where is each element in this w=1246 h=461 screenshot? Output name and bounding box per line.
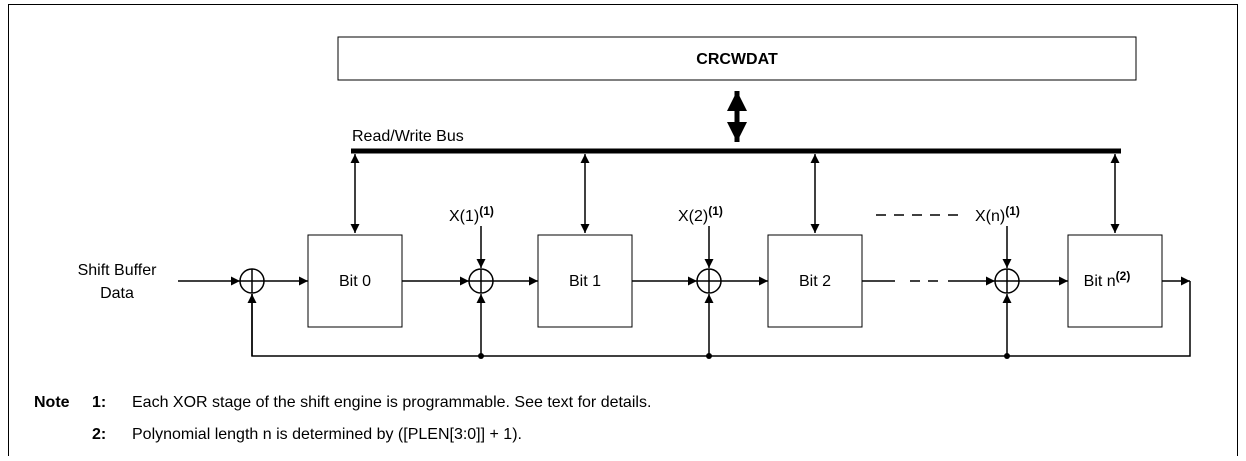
note-text: Each XOR stage of the shift engine is pr…	[132, 394, 652, 411]
note-number: 2:	[92, 426, 107, 443]
figure-frame	[8, 4, 1238, 456]
note-text: Polynomial length n is determined by ([P…	[132, 426, 522, 443]
xor-input-label: X(1)(1)	[449, 204, 494, 225]
bus-label: Read/Write Bus	[352, 128, 464, 145]
crcwdat-label: CRCWDAT	[696, 51, 778, 68]
xor-input-label: X(n)(1)	[975, 204, 1020, 225]
stage-bit-0	[307, 234, 403, 328]
note-number: 1:	[92, 394, 107, 411]
stage-label: Bit n(2)	[1084, 269, 1131, 290]
stage-bit-1	[537, 234, 633, 328]
input-label-line1: Shift Buffer	[78, 262, 158, 279]
stage-n-note-ref: (2)	[1116, 269, 1131, 283]
xor-input-label: X(2)(1)	[678, 204, 723, 225]
stage-label: Bit 1	[569, 273, 601, 290]
stage-label: Bit 0	[339, 273, 371, 290]
stage-bit-n	[1067, 234, 1163, 328]
feedback-path	[247, 281, 1191, 357]
stage-label: Bit 2	[799, 273, 831, 290]
input-label-line2: Data	[100, 285, 134, 302]
feedback-junctions	[478, 353, 1010, 359]
crcwdat-register	[337, 36, 1137, 81]
stage-n-label: Bit n	[1084, 273, 1116, 290]
note-heading: Note	[34, 394, 70, 411]
